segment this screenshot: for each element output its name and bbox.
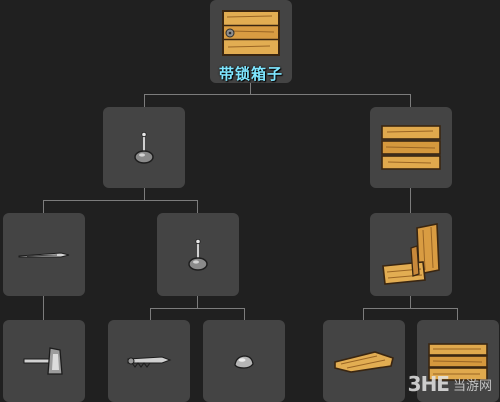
recipe-node-spear[interactable] — [3, 213, 85, 296]
padlock-key-icon — [186, 238, 210, 272]
recipe-node-plank[interactable] — [323, 320, 405, 402]
connector — [197, 296, 198, 308]
connector — [43, 296, 44, 320]
connector — [410, 94, 411, 107]
wooden-plank-bundle-icon — [381, 124, 441, 171]
connector — [43, 200, 44, 213]
recipe-node-saw[interactable] — [108, 320, 190, 402]
recipe-node-lock[interactable] — [103, 107, 185, 188]
recipe-node-crate[interactable] — [417, 320, 499, 402]
connector — [250, 83, 251, 94]
connector — [457, 308, 458, 320]
connector — [144, 188, 145, 200]
connector — [410, 296, 411, 308]
connector — [363, 308, 364, 320]
connector — [410, 188, 411, 213]
recipe-node-axe[interactable] — [3, 320, 85, 402]
connector — [363, 308, 458, 309]
hatchet-icon — [22, 344, 66, 378]
connector — [244, 308, 245, 320]
connector — [150, 308, 245, 309]
wooden-crate-icon — [427, 340, 489, 382]
recipe-node-lock-2[interactable] — [157, 213, 239, 296]
connector — [197, 200, 198, 213]
recipe-node-box[interactable] — [370, 213, 452, 296]
saw-blade-icon — [126, 351, 172, 371]
wooden-spear-icon — [17, 248, 71, 262]
stone-lump-icon — [233, 353, 255, 369]
site-watermark: 3HE 当游网 — [408, 372, 492, 396]
root-item-label: 带锁箱子 — [218, 65, 283, 83]
open-wooden-box-icon — [379, 222, 443, 288]
padlock-key-icon — [132, 131, 156, 165]
connector — [43, 200, 198, 201]
connector — [150, 308, 151, 320]
watermark-logo: 3HE — [407, 372, 450, 396]
watermark-text: 当游网 — [452, 378, 492, 394]
locked-chest-icon — [222, 9, 280, 56]
connector — [144, 94, 145, 107]
recipe-node-planks[interactable] — [370, 107, 452, 188]
connector — [144, 94, 411, 95]
flat-plank-icon — [333, 348, 395, 374]
recipe-node-stone[interactable] — [203, 320, 285, 402]
recipe-node-root[interactable] — [210, 0, 292, 83]
